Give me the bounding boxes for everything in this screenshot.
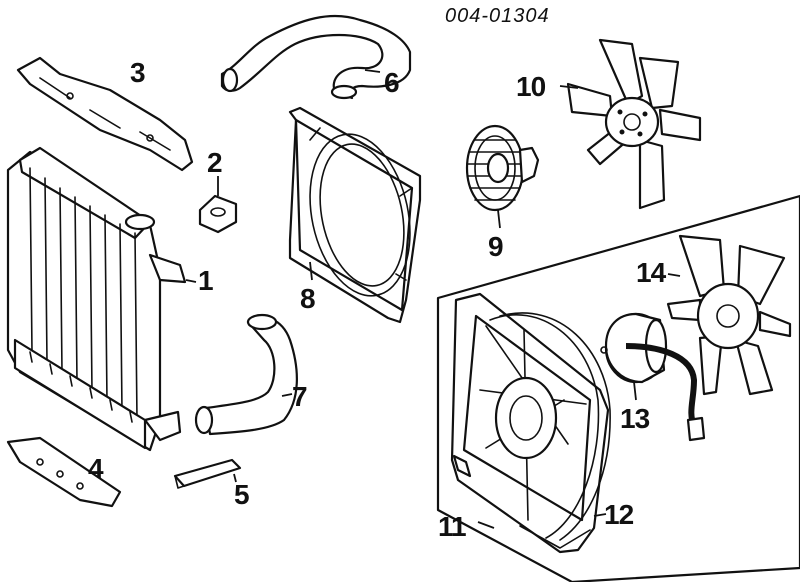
callout-14: 14 xyxy=(636,257,667,288)
callout-leaders xyxy=(185,69,681,529)
callout-1: 1 xyxy=(198,265,213,296)
electric-fan-frame xyxy=(489,312,611,549)
callout-13: 13 xyxy=(620,403,650,434)
radiator xyxy=(6,146,187,452)
callout-12: 12 xyxy=(604,499,634,530)
electric-fan-blade xyxy=(666,234,792,396)
radiator-upper-baffle xyxy=(16,56,194,172)
callout-4: 4 xyxy=(88,453,104,484)
callout-6: 6 xyxy=(384,67,399,98)
fan-clutch xyxy=(465,124,540,212)
radiator-cap xyxy=(198,194,238,234)
lower-bracket xyxy=(6,436,122,508)
callout-10: 10 xyxy=(516,71,546,102)
small-bracket xyxy=(173,458,242,489)
callout-3: 3 xyxy=(130,57,145,88)
electric-fan-panel xyxy=(436,194,800,582)
callout-11: 11 xyxy=(438,511,466,542)
callout-7: 7 xyxy=(292,381,307,412)
callout-9: 9 xyxy=(488,231,503,262)
callout-5: 5 xyxy=(234,479,249,510)
electric-fan-shroud xyxy=(450,292,610,554)
diagram-code: 004-01304 xyxy=(445,5,550,27)
fan-shroud xyxy=(288,106,422,324)
callout-2: 2 xyxy=(207,147,222,178)
upper-hose xyxy=(220,14,412,100)
engine-fan xyxy=(566,38,702,210)
fan-motor xyxy=(600,312,706,442)
lower-hose xyxy=(194,313,298,436)
callout-8: 8 xyxy=(300,283,315,314)
